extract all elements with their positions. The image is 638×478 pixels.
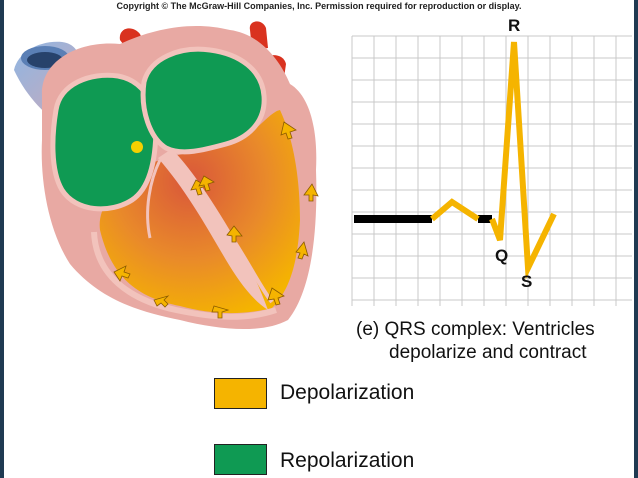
ventricle-wall-rim bbox=[91, 231, 277, 320]
legend-swatch-repolarization bbox=[214, 444, 267, 475]
impulse-arrow-icon bbox=[280, 121, 297, 140]
figure-caption: (e) QRS complex: Ventricles depolarize a… bbox=[356, 318, 638, 364]
impulse-arrow-icon bbox=[226, 225, 243, 243]
ecg-r-wave-label: R bbox=[508, 16, 521, 35]
impulse-arrow-icon bbox=[303, 183, 319, 202]
interventricular-septum bbox=[158, 150, 268, 310]
impulse-arrow-icon bbox=[198, 175, 215, 192]
bundle-branch-right bbox=[146, 159, 162, 239]
impulse-arrow-icon bbox=[295, 241, 309, 260]
ecg-grid bbox=[351, 35, 632, 306]
av-node bbox=[131, 141, 143, 153]
caption-line-1: (e) QRS complex: Ventricles bbox=[356, 319, 595, 340]
caption-line-2: depolarize and contract bbox=[389, 342, 587, 363]
ecg-q-wave-label: Q bbox=[495, 246, 509, 265]
legend-swatch-depolarization bbox=[214, 378, 267, 409]
left-atrium bbox=[140, 46, 267, 155]
copyright-notice: Copyright © The McGraw-Hill Companies, I… bbox=[116, 1, 522, 11]
impulse-arrows bbox=[113, 121, 319, 319]
ecg-s-wave-label: S bbox=[521, 272, 533, 291]
impulse-arrow-icon bbox=[267, 287, 285, 306]
impulse-arrow-icon bbox=[153, 295, 170, 308]
right-atrium bbox=[50, 72, 159, 212]
impulse-arrow-icon bbox=[211, 305, 230, 319]
ecg-qrs-trace bbox=[430, 41, 557, 280]
legend-label-repolarization: Repolarization bbox=[280, 449, 415, 472]
legend-label-depolarization: Depolarization bbox=[280, 381, 415, 404]
impulse-arrow-icon bbox=[113, 265, 131, 282]
